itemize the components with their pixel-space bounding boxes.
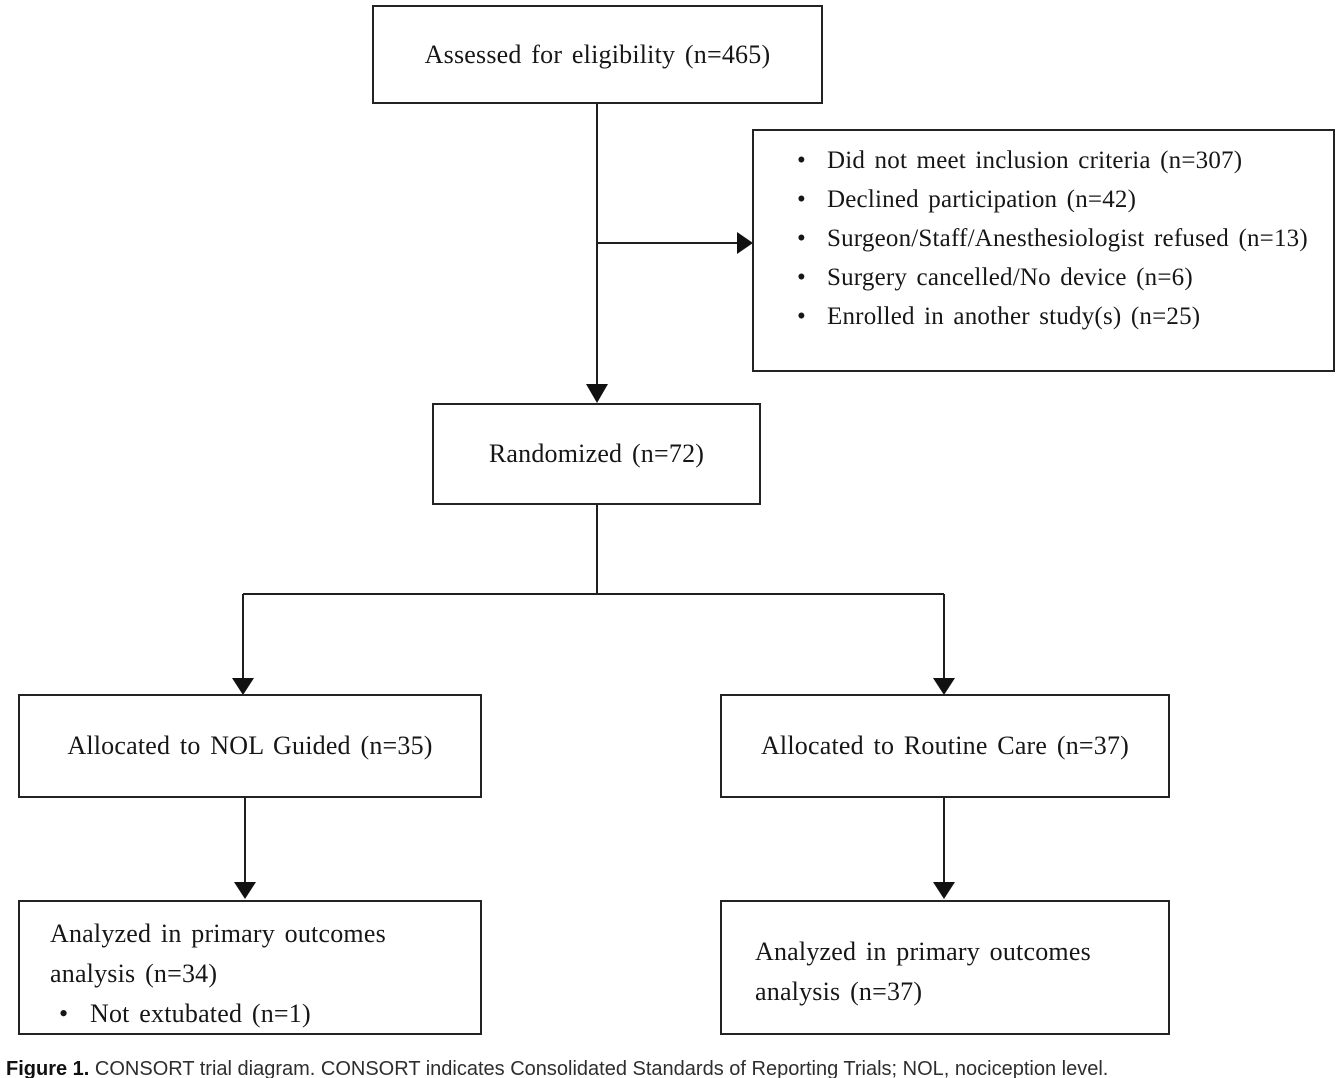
analyzed-nol-label: Analyzed in primary outcomes analysis (n… xyxy=(50,919,386,988)
arrowhead-down-icon xyxy=(234,882,256,899)
box-analyzed-nol-guided: Analyzed in primary outcomes analysis (n… xyxy=(18,900,482,1035)
figure-caption: Figure 1. CONSORT trial diagram. CONSORT… xyxy=(6,1057,1336,1078)
exclusion-item: Surgery cancelled/No device (n=6) xyxy=(754,258,1333,297)
box-assessed-eligibility: Assessed for eligibility (n=465) xyxy=(372,5,823,104)
box-randomized: Randomized (n=72) xyxy=(432,403,761,505)
arrowhead-down-icon xyxy=(586,384,608,403)
randomized-label: Randomized (n=72) xyxy=(488,439,705,469)
assessed-eligibility-label: Assessed for eligibility (n=465) xyxy=(424,39,771,69)
arrowhead-right-icon xyxy=(737,232,753,254)
box-allocated-routine-care: Allocated to Routine Care (n=37) xyxy=(720,694,1170,798)
arrowhead-down-icon xyxy=(933,678,955,695)
arrowhead-down-icon xyxy=(232,678,254,695)
exclusion-list: Did not meet inclusion criteria (n=307) … xyxy=(754,131,1333,336)
allocated-nol-guided-label: Allocated to NOL Guided (n=35) xyxy=(67,731,433,761)
box-exclusions: Did not meet inclusion criteria (n=307) … xyxy=(752,129,1335,372)
analyzed-nol-bullet: Not extubated (n=1) xyxy=(50,994,456,1034)
exclusion-item: Enrolled in another study(s) (n=25) xyxy=(754,297,1333,336)
box-analyzed-routine-care: Analyzed in primary outcomes analysis (n… xyxy=(720,900,1170,1035)
exclusion-item: Did not meet inclusion criteria (n=307) xyxy=(754,141,1333,180)
box-allocated-nol-guided: Allocated to NOL Guided (n=35) xyxy=(18,694,482,798)
exclusion-item: Declined participation (n=42) xyxy=(754,180,1333,219)
exclusion-item: Surgeon/Staff/Anesthesiologist refused (… xyxy=(754,219,1333,258)
arrowhead-down-icon xyxy=(933,882,955,899)
analyzed-routine-label: Analyzed in primary outcomes analysis (n… xyxy=(755,937,1091,1006)
analyzed-routine-body: Analyzed in primary outcomes analysis (n… xyxy=(722,902,1168,1012)
figure-caption-text: CONSORT trial diagram. CONSORT indicates… xyxy=(89,1058,1109,1078)
analyzed-nol-body: Analyzed in primary outcomes analysis (n… xyxy=(20,902,480,1034)
allocated-routine-care-label: Allocated to Routine Care (n=37) xyxy=(760,731,1130,761)
figure-caption-label: Figure 1. xyxy=(6,1058,90,1078)
